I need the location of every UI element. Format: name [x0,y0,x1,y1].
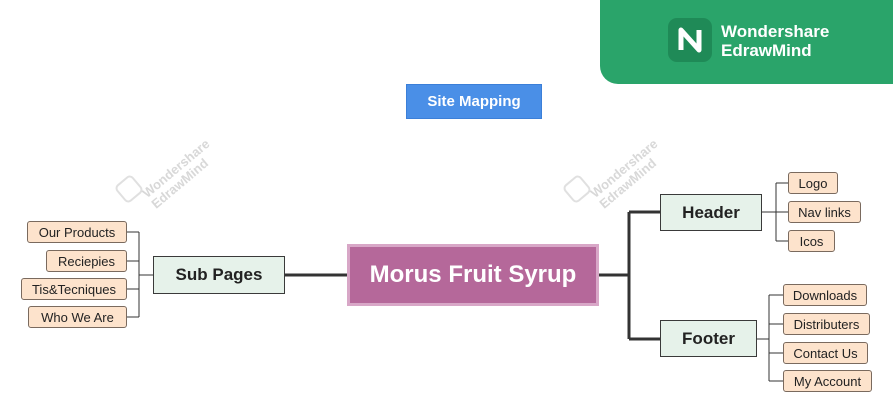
edrawmind-logo-icon [668,18,712,62]
subtopic-my-account[interactable]: My Account [783,370,872,392]
subtopic-nav-links[interactable]: Nav links [788,201,861,223]
subtopic-distributers[interactable]: Distributers [783,313,870,335]
topic-footer[interactable]: Footer [660,320,757,357]
subtopic-logo[interactable]: Logo [788,172,838,194]
subtopic-reciepies[interactable]: Reciepies [46,250,127,272]
subtopic-tis-tecniques[interactable]: Tis&Tecniques [21,278,127,300]
subtopic-downloads[interactable]: Downloads [783,284,867,306]
topic-sub-pages[interactable]: Sub Pages [153,256,285,294]
brand-line-2: EdrawMind [721,41,812,60]
subtopic-our-products[interactable]: Our Products [27,221,127,243]
brand-name: Wondershare EdrawMind [721,22,829,60]
topic-header[interactable]: Header [660,194,762,231]
subtopic-who-we-are[interactable]: Who We Are [28,306,127,328]
central-topic[interactable]: Morus Fruit Syrup [347,244,599,306]
map-title[interactable]: Site Mapping [406,84,542,119]
subtopic-contact-us[interactable]: Contact Us [783,342,868,364]
brand-banner [600,0,893,84]
brand-line-1: Wondershare [721,22,830,41]
subtopic-icos[interactable]: Icos [788,230,835,252]
